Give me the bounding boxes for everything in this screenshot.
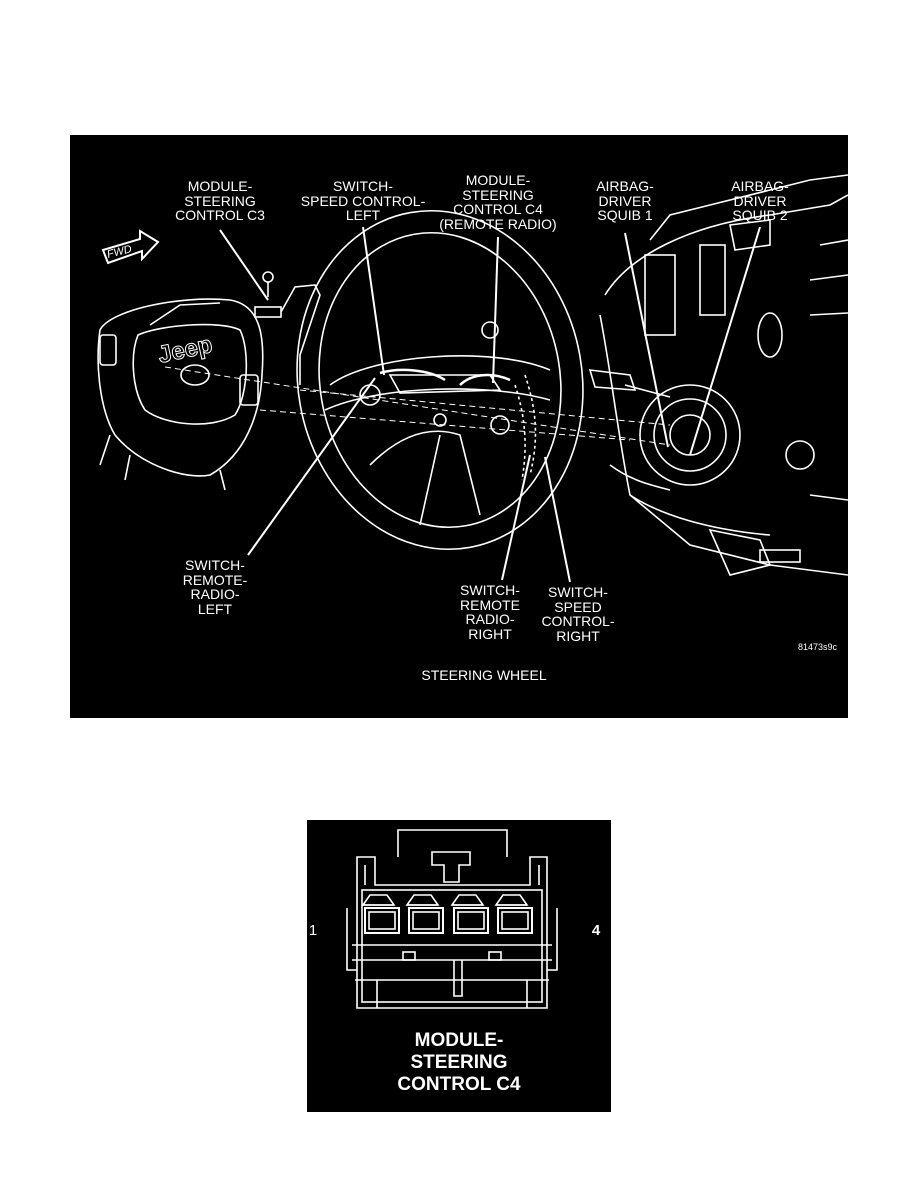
figure-caption: STEERING WHEEL <box>421 667 547 683</box>
callout-switch-remote-radio-right: SWITCH- REMOTE RADIO- RIGHT <box>460 582 520 642</box>
pin-number-4: 4 <box>591 922 601 939</box>
callout-switch-speed-control-right: SWITCH- SPEED CONTROL- RIGHT <box>541 584 615 644</box>
pin-cavities <box>361 894 533 934</box>
connector-c4-illustration <box>346 829 558 1009</box>
callout-module-steering-control-c3: MODULE- STEERING CONTROL C3 <box>175 178 265 223</box>
c3-connector-drawing <box>254 271 321 385</box>
pin-number-1: 1 <box>308 922 318 939</box>
callout-airbag-driver-squib-2: AIRBAG- DRIVER SQUIB 2 <box>731 178 789 223</box>
connector-c4-figure: 1 4 MODULE- STEERING CONTROL C4 <box>307 820 611 1112</box>
steering-wheel-rim <box>296 209 584 551</box>
connector-title: MODULE- STEERING CONTROL C4 <box>397 1030 521 1095</box>
figure-code: 81473s9c <box>798 642 838 652</box>
callout-switch-remote-radio-left: SWITCH- REMOTE- RADIO- LEFT <box>182 557 248 617</box>
callout-switch-speed-control-left: SWITCH- SPEED CONTROL- LEFT <box>300 178 426 223</box>
fwd-arrow-icon: FWD <box>101 229 160 265</box>
jeep-logo: Jeep <box>156 331 215 369</box>
steering-wheel-figure: FWD Jeep <box>70 135 848 718</box>
callout-leader-lines <box>219 226 761 583</box>
fwd-arrow-text: FWD <box>106 243 133 261</box>
callout-module-steering-control-c4: MODULE- STEERING CONTROL C4 (REMOTE RADI… <box>439 172 557 232</box>
airbag-module-drawing: Jeep <box>97 298 264 491</box>
callout-airbag-driver-squib-1: AIRBAG- DRIVER SQUIB 1 <box>596 178 654 223</box>
steering-column-drawing <box>588 174 848 576</box>
steering-wheel-illustration: FWD Jeep <box>97 174 848 583</box>
